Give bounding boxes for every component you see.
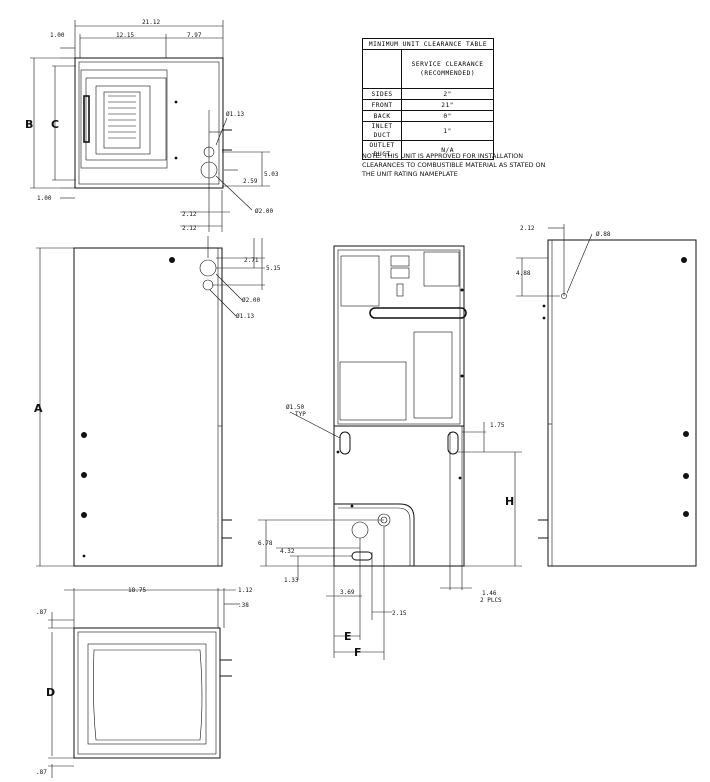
front-dim-271: 2.71 xyxy=(244,257,259,264)
bottom-view xyxy=(48,588,240,778)
installation-note: NOTE: THIS UNIT IS APPROVED FOR INSTALLA… xyxy=(362,152,546,178)
top-offset-bottom: 1.00 xyxy=(37,195,52,202)
label-c: C xyxy=(51,118,59,131)
front-dim-212: 2.12 xyxy=(182,225,197,232)
top-right-width: 7.97 xyxy=(187,32,202,39)
rear-dim-215: 2.15 xyxy=(392,610,407,617)
top-dim-503: 5.03 xyxy=(264,171,279,178)
row-label: OUTLET DUCT xyxy=(361,140,403,160)
rear-dim-146-note: 2 PLCS xyxy=(480,597,502,604)
row-value: 1" xyxy=(401,121,494,141)
label-h: H xyxy=(505,495,514,508)
front-dim-515: 5.15 xyxy=(266,265,281,272)
top-view xyxy=(30,20,270,232)
row-label: SIDES xyxy=(361,88,403,100)
rear-dim-678: 6.78 xyxy=(258,540,273,547)
rear-view xyxy=(258,245,522,660)
clearance-table-title: MINIMUM UNIT CLEARANCE TABLE xyxy=(362,38,494,50)
rear-dim-175: 1.75 xyxy=(490,422,505,429)
row-value: N/A xyxy=(401,140,494,160)
label-a: A xyxy=(34,402,43,415)
front-hole-large: Ø2.00 xyxy=(242,297,260,304)
top-left-width: 12.15 xyxy=(116,32,134,39)
bottom-dim-112: 1.12 xyxy=(238,587,253,594)
front-hole-small: Ø1.13 xyxy=(236,313,254,320)
rear-dim-133: 1.33 xyxy=(284,577,299,584)
row-value: 21" xyxy=(401,99,494,111)
label-e: E xyxy=(344,630,352,643)
top-overall-width: 21.12 xyxy=(142,19,160,26)
row-value: 2" xyxy=(401,88,494,100)
clearance-column-header: SERVICE CLEARANCE (RECOMMENDED) xyxy=(401,49,494,89)
side-view xyxy=(516,224,697,567)
row-label: FRONT xyxy=(361,99,403,111)
rear-dim-369: 3.69 xyxy=(340,589,355,596)
rear-dim-432: 4.32 xyxy=(280,548,295,555)
label-b: B xyxy=(25,118,33,131)
rear-knockout: Ø1.50 xyxy=(286,404,304,411)
row-label: BACK xyxy=(361,110,403,122)
bottom-dim-38: .38 xyxy=(238,602,249,609)
bottom-dim-87-bottom: .87 xyxy=(36,769,47,776)
bottom-dim-87-top: .87 xyxy=(36,609,47,616)
side-dim-488: 4.88 xyxy=(516,270,531,277)
row-value: 0" xyxy=(401,110,494,122)
side-dim-212: 2.12 xyxy=(520,225,535,232)
clearance-table: MINIMUM UNIT CLEARANCE TABLE SERVICE CLE… xyxy=(361,38,494,160)
top-dim-212: 2.12 xyxy=(182,211,197,218)
top-hole-large: Ø2.00 xyxy=(255,208,273,215)
label-f: F xyxy=(354,646,362,659)
top-offset-top: 1.00 xyxy=(50,32,65,39)
side-hole: Ø.88 xyxy=(596,231,611,238)
bottom-dim-1875: 18.75 xyxy=(128,587,146,594)
rear-dim-146: 1.46 xyxy=(482,590,497,597)
row-label: INLET DUCT xyxy=(361,121,403,141)
rear-knockout-note: TYP xyxy=(295,411,306,418)
clearance-table-blank xyxy=(361,49,403,89)
front-view xyxy=(36,236,265,567)
label-d: D xyxy=(46,686,55,699)
top-dim-259: 2.59 xyxy=(243,178,258,185)
top-hole-small: Ø1.13 xyxy=(226,111,244,118)
